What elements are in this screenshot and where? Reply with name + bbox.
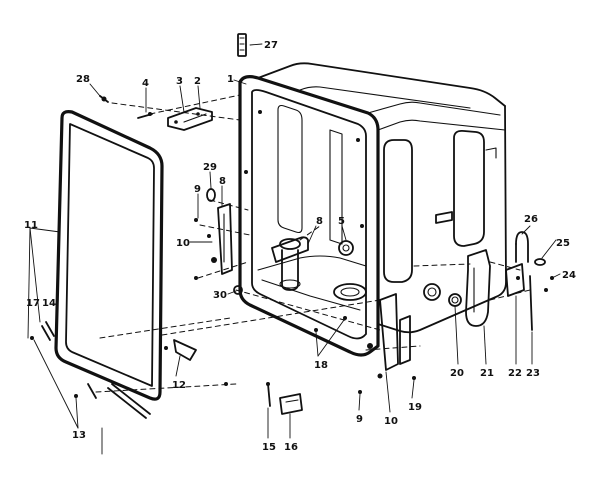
callout-15: 15 <box>262 442 276 453</box>
callout-2: 2 <box>194 76 201 87</box>
callout-23: 23 <box>526 368 540 379</box>
callout-22: 22 <box>508 368 522 379</box>
callout-13: 13 <box>72 430 86 441</box>
callout-21: 21 <box>480 368 494 379</box>
alignment-lines <box>95 94 531 393</box>
callout-9-left: 9 <box>194 184 201 195</box>
callout-27: 27 <box>264 40 278 51</box>
callout-19: 19 <box>408 402 422 413</box>
tub-assembly <box>238 62 507 357</box>
callout-20: 20 <box>450 368 464 379</box>
callout-3: 3 <box>176 76 183 87</box>
callout-8-tub: 8 <box>316 216 323 227</box>
callout-10-right: 10 <box>384 416 398 427</box>
callout-30: 30 <box>213 290 227 301</box>
callout-16: 16 <box>284 442 298 453</box>
callout-17: 17 <box>26 298 40 309</box>
callout-9-right: 9 <box>356 414 363 425</box>
small-parts <box>30 33 554 415</box>
callout-8-left: 8 <box>219 176 226 187</box>
callout-24: 24 <box>562 270 576 281</box>
callout-29: 29 <box>203 162 217 173</box>
callout-1: 1 <box>227 74 234 85</box>
leader-lines <box>27 43 561 455</box>
callout-5: 5 <box>338 216 345 227</box>
callout-18: 18 <box>314 360 328 371</box>
callout-12: 12 <box>172 380 186 391</box>
callout-10-left: 10 <box>176 238 190 249</box>
callout-25: 25 <box>556 238 570 249</box>
callout-26: 26 <box>524 214 538 225</box>
callout-11: 11 <box>24 220 38 231</box>
door-gasket <box>54 110 164 419</box>
callout-14: 14 <box>42 298 56 309</box>
callout-28: 28 <box>76 74 90 85</box>
callout-4: 4 <box>142 78 149 89</box>
callout-labels: 27 28 4 3 2 1 29 9 8 10 8 5 11 30 17 14 … <box>24 40 576 453</box>
